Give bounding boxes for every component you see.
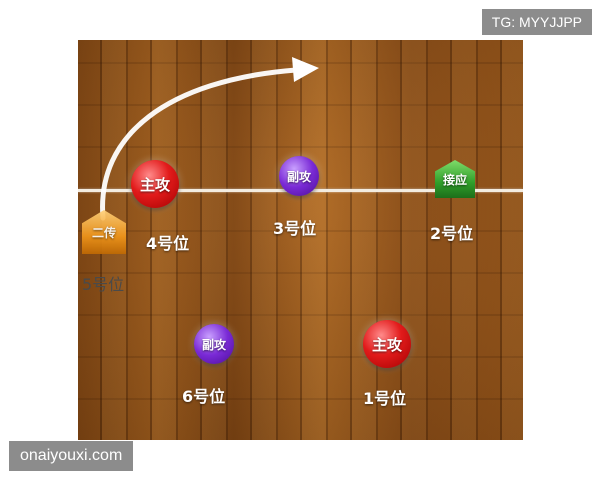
position-6-label: 6号位 bbox=[182, 387, 226, 406]
position-3-label: 3号位 bbox=[273, 219, 317, 238]
volleyball-court: 主攻 4号位 副攻 3号位 接应 2号位 二传 副攻 6号位 主攻 1号位 bbox=[78, 40, 523, 440]
position-1-label: 1号位 bbox=[363, 389, 407, 408]
middle-blocker-front-marker: 副攻 bbox=[279, 156, 319, 196]
position-2-label: 2号位 bbox=[430, 224, 474, 243]
outside-hitter-front-marker: 主攻 bbox=[131, 160, 179, 208]
position-4-label: 4号位 bbox=[146, 234, 190, 253]
watermark-tg: TG: MYYJJPP bbox=[481, 9, 592, 35]
court-shading bbox=[78, 40, 523, 440]
position-5-label: 5号位 bbox=[82, 275, 125, 294]
watermark-site: onaiyouxi.com bbox=[9, 441, 134, 471]
role-label: 副攻 bbox=[201, 337, 226, 352]
role-label: 接应 bbox=[442, 172, 467, 187]
role-label: 主攻 bbox=[139, 175, 170, 194]
role-label: 主攻 bbox=[371, 335, 402, 354]
role-label: 副攻 bbox=[286, 169, 311, 184]
middle-blocker-back-marker: 副攻 bbox=[194, 324, 234, 364]
outside-hitter-back-marker: 主攻 bbox=[363, 320, 411, 368]
role-label: 二传 bbox=[91, 225, 116, 240]
setter-movement-arrow bbox=[100, 57, 319, 221]
